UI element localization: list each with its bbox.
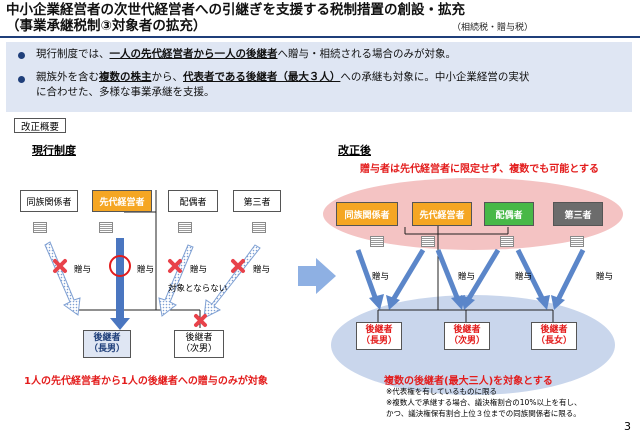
page-number: 3 — [624, 420, 631, 433]
giver-spouse: 配偶者 — [168, 190, 218, 212]
tax-type-note: （相続税・贈与税） — [452, 23, 534, 33]
not-covered-label: 対象とならない — [168, 284, 228, 294]
transition-arrow — [298, 258, 336, 294]
successor-relation: （長女） — [535, 336, 572, 346]
revised-note-2: ※複数人で承継する場合、議決権割合の10%以上を有し、 — [386, 398, 582, 407]
gift-label: 贈与 — [372, 272, 390, 282]
bullet1-text: 現行制度では、 — [36, 48, 110, 60]
covered-circle-mark — [109, 255, 131, 277]
revised-caption: 複数の後継者(最大三人)を対象とする — [384, 376, 553, 387]
bullet2-emphasis-1: 複数の株主 — [99, 71, 152, 83]
successor-label: 後継者 — [453, 325, 481, 335]
revised-successor-eldest-son: 後継者 （長男） — [356, 322, 402, 350]
current-system-heading: 現行制度 — [32, 144, 76, 157]
current-system-connectors — [44, 190, 261, 330]
header-rule — [0, 36, 640, 38]
dotted-arrow-third — [203, 244, 261, 319]
share-document-icon — [500, 236, 514, 247]
page-subtitle: （事業承継税制③対象者の拡充） — [6, 18, 207, 34]
successor-relation: （次男） — [448, 336, 485, 346]
bullet2-text-end: への承継も対象に。中小企業経営の実状 — [340, 71, 530, 83]
giver-oval — [323, 178, 623, 250]
page-title: 中小企業経営者の次世代経営者への引継ぎを支援する税制措置の創設・拡充 — [6, 2, 465, 18]
solid-arrow-head — [110, 318, 130, 330]
successor-label: 後継者 — [365, 325, 393, 335]
bullet2-text: 親族外を含む — [36, 71, 99, 83]
successor-label: 後継者 — [540, 325, 568, 335]
successor-second-son: 後継者 （次男） — [174, 330, 224, 358]
revised-giver-predecessor: 先代経営者 — [412, 202, 472, 226]
successor-label: 後継者 — [93, 333, 121, 343]
share-document-icon — [421, 236, 435, 247]
bullet2-line2: に合わせた、多様な事業承継を支援。 — [36, 86, 215, 98]
revised-giver-third-party: 第三者 — [553, 202, 603, 226]
gift-label: 贈与 — [137, 265, 155, 275]
current-caption: 1人の先代経営者から1人の後継者への贈与のみが対象 — [24, 376, 268, 387]
gift-arrows — [355, 248, 586, 302]
dotted-arrow-relative — [44, 241, 81, 316]
revised-note-3: かつ、議決権保有割合上位３位までの同族関係者に限る。 — [386, 409, 581, 418]
outline-label: 改正概要 — [14, 118, 66, 133]
share-document-icon — [99, 222, 113, 233]
bullet-dot — [18, 52, 25, 59]
giver-relative: 同族関係者 — [20, 190, 78, 212]
gift-label: 贈与 — [190, 265, 208, 275]
gift-label: 贈与 — [253, 265, 271, 275]
successor-label: 後継者 — [185, 333, 213, 343]
bullet1-emphasis: 一人の先代経営者から一人の後継者 — [109, 48, 278, 60]
share-document-icon — [33, 222, 47, 233]
share-document-icon — [370, 236, 384, 247]
revised-successor-second-son: 後継者 （次男） — [444, 322, 490, 350]
bullet2-emphasis-2: 代表者である後継者（最大３人） — [183, 71, 341, 83]
giver-third-party: 第三者 — [233, 190, 281, 212]
revised-successor-eldest-daughter: 後継者 （長女） — [531, 322, 577, 350]
gift-label: 贈与 — [74, 265, 92, 275]
share-document-icon — [252, 222, 266, 233]
share-document-icon — [570, 236, 584, 247]
revised-heading: 改正後 — [338, 144, 371, 157]
successor-eldest-son: 後継者 （長男） — [83, 330, 131, 358]
share-document-icon — [178, 222, 192, 233]
successor-relation: （長男） — [360, 336, 397, 346]
revised-giver-spouse: 配偶者 — [484, 202, 534, 226]
gift-label: 贈与 — [596, 272, 614, 282]
revised-diagram-shapes — [323, 178, 623, 395]
gift-label: 贈与 — [515, 272, 533, 282]
gift-label: 贈与 — [458, 272, 476, 282]
bullet2-text-mid: から、 — [151, 71, 184, 83]
revised-giver-relative: 同族関係者 — [336, 202, 398, 226]
solid-arrow-shaft — [116, 238, 124, 318]
giver-predecessor: 先代経営者 — [92, 190, 152, 212]
summary-bullet-2: 親族外を含む複数の株主から、代表者である後継者（最大３人）への承継も対象に。中小… — [36, 70, 626, 100]
summary-bullet-1: 現行制度では、一人の先代経営者から一人の後継者へ贈与・相続される場合のみが対象。 — [36, 47, 456, 62]
successor-relation: （次男） — [180, 344, 217, 354]
summary-panel: 現行制度では、一人の先代経営者から一人の後継者へ贈与・相続される場合のみが対象。… — [6, 42, 632, 112]
successor-relation: （長男） — [88, 344, 125, 354]
x-marks — [53, 259, 245, 327]
revised-banner: 贈与者は先代経営者に限定せず、複数でも可能とする — [360, 164, 599, 175]
revised-note-1: ※代表権を有しているものに限る — [386, 387, 498, 396]
bullet1-text-end: へ贈与・相続される場合のみが対象。 — [277, 48, 457, 60]
dotted-arrow-spouse — [158, 244, 194, 317]
bullet-dot — [18, 76, 25, 83]
